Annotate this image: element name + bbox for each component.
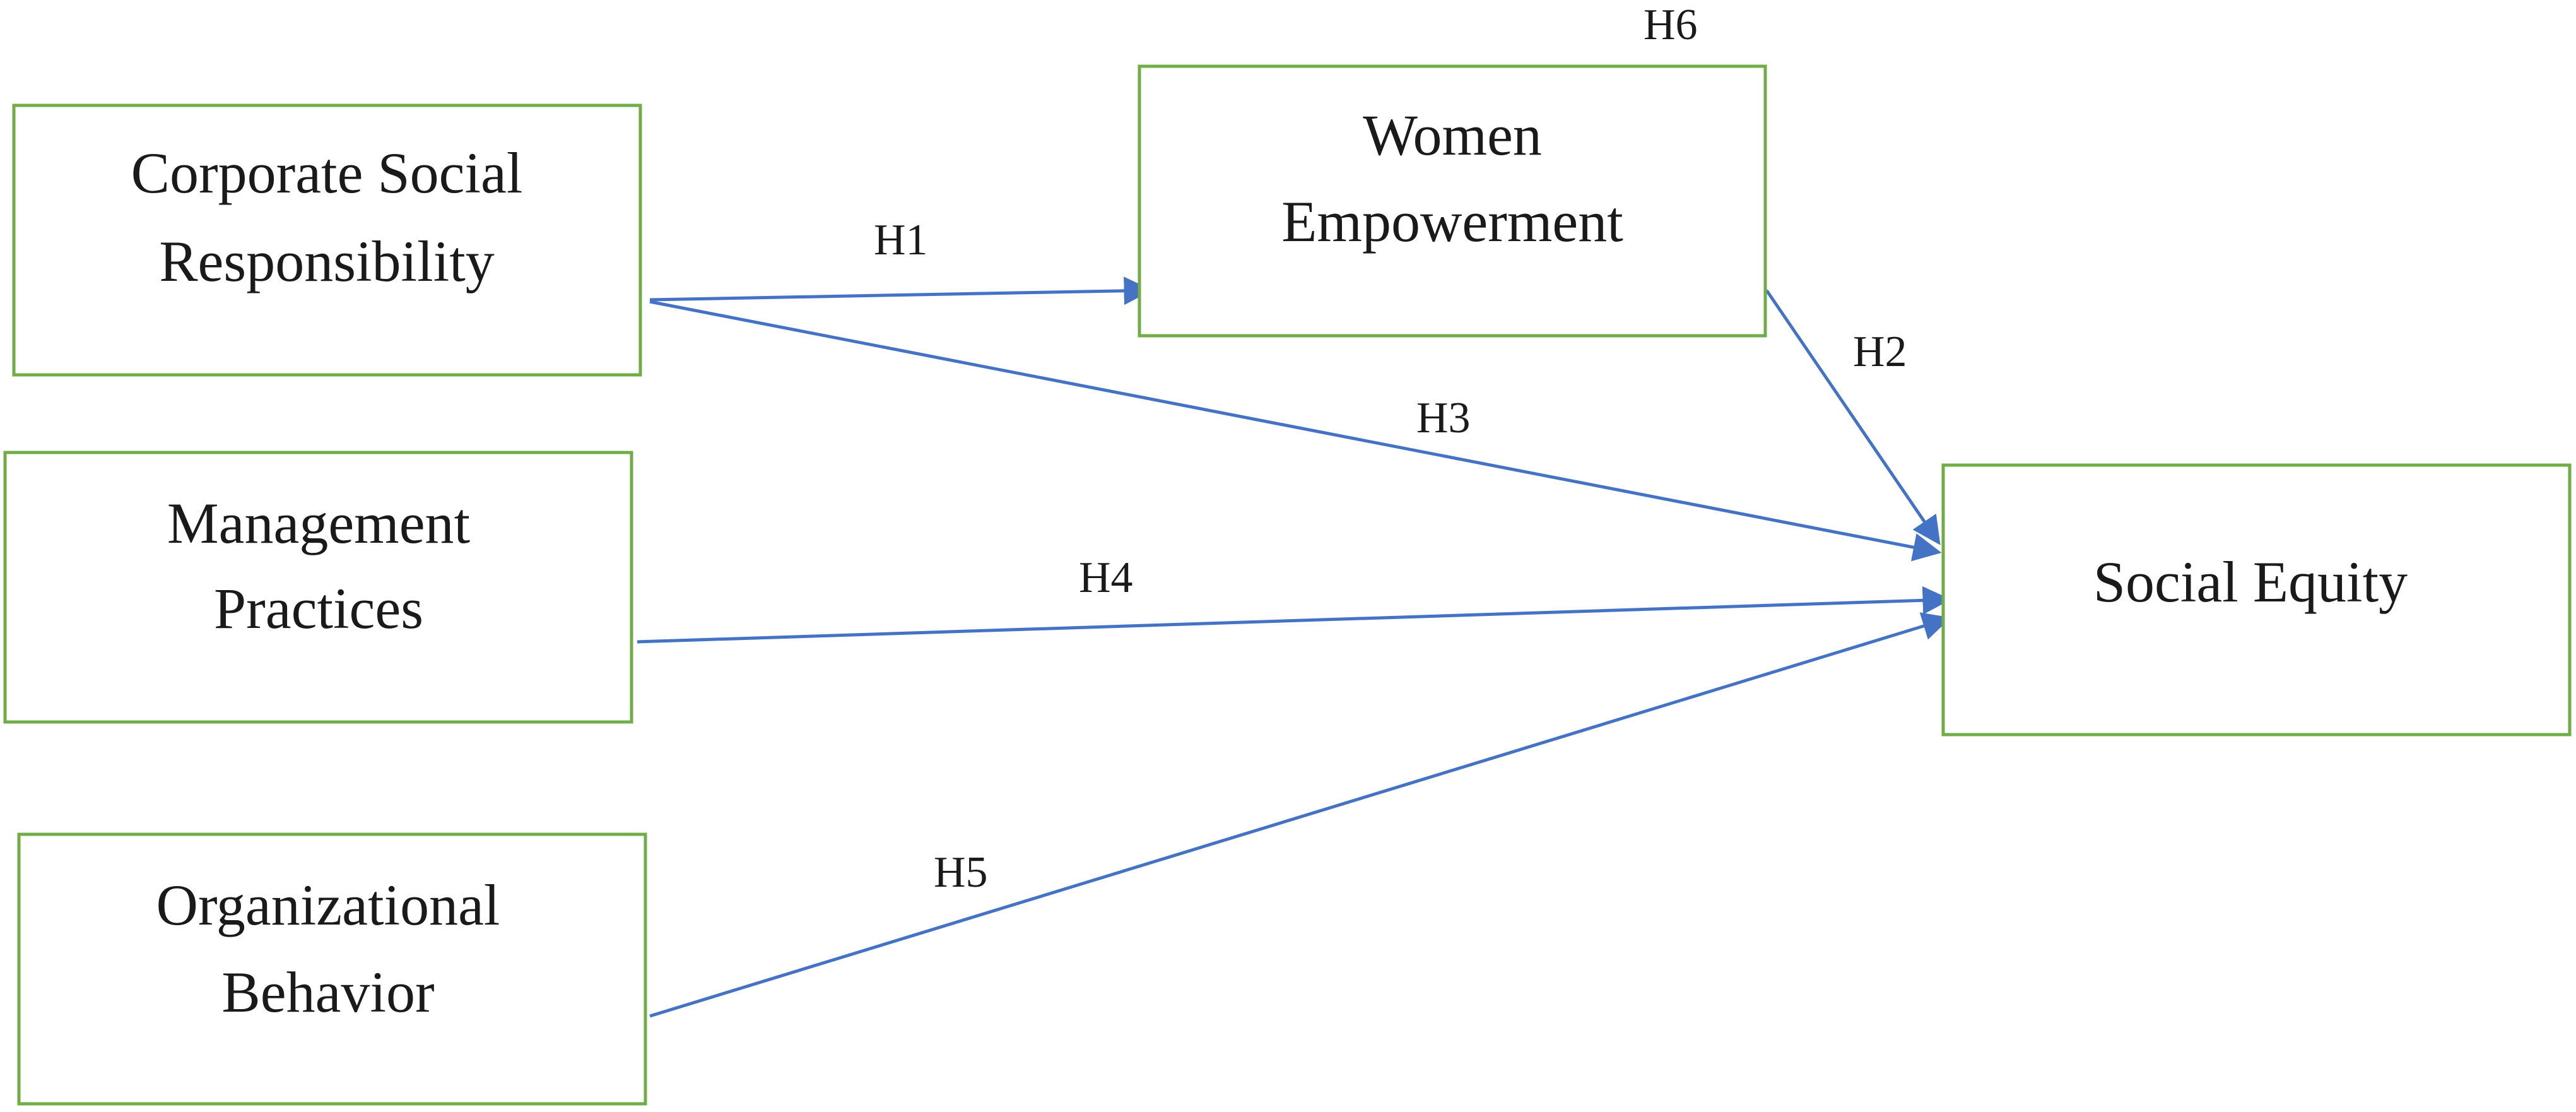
- node-women-empowerment-label-line1: Women: [1363, 103, 1542, 167]
- edge-h1-arrow: [649, 276, 1153, 305]
- node-women-empowerment: Women Empowerment: [1138, 64, 1767, 338]
- node-management-practices-label-line1: Management: [167, 491, 471, 555]
- edge-h1: H1: [649, 216, 1153, 305]
- node-social-equity: Social Equity: [1941, 463, 2572, 736]
- node-social-equity-label: Social Equity: [2093, 550, 2408, 614]
- edge-h6-label: H6: [1644, 1, 1698, 49]
- edge-h2: H2: [1765, 289, 1941, 545]
- node-management-practices: Management Practices: [3, 451, 633, 724]
- node-organizational-behavior-label-line2: Behavior: [221, 960, 434, 1024]
- edge-h3-label: H3: [1416, 394, 1471, 442]
- node-women-empowerment-label-line2: Empowerment: [1281, 189, 1623, 254]
- edge-h2-label: H2: [1853, 328, 1907, 376]
- node-management-practices-label-line2: Practices: [214, 576, 423, 641]
- edge-h4-arrow: [637, 586, 1951, 644]
- node-women-empowerment-box: [1138, 64, 1767, 338]
- node-management-practices-box: [3, 451, 633, 724]
- node-organizational-behavior-box: [17, 832, 647, 1106]
- node-csr: Corporate Social Responsibility: [12, 104, 642, 377]
- edge-h1-label: H1: [874, 216, 928, 264]
- edge-h4: H4: [637, 553, 1951, 644]
- node-organizational-behavior-label-line1: Organizational: [156, 873, 500, 937]
- edge-h5: H5: [649, 612, 1951, 1018]
- edge-h5-label: H5: [934, 848, 988, 897]
- node-csr-label-line2: Responsibility: [159, 229, 495, 293]
- edge-h3: H3: [649, 300, 1942, 562]
- edge-h3-arrow: [649, 300, 1942, 562]
- node-csr-box: [12, 104, 642, 377]
- edge-h2-arrow: [1765, 289, 1941, 545]
- node-csr-label-line1: Corporate Social: [131, 141, 523, 205]
- edge-h4-label: H4: [1079, 553, 1133, 602]
- node-organizational-behavior: Organizational Behavior: [17, 832, 647, 1106]
- node-social-equity-box: [1941, 463, 2572, 736]
- edge-h5-arrow: [649, 612, 1951, 1018]
